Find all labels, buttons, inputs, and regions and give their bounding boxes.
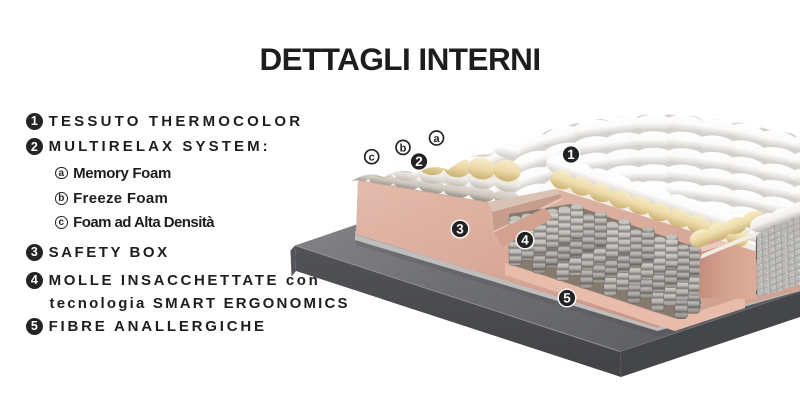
svg-text:4: 4 bbox=[521, 233, 529, 248]
svg-text:1: 1 bbox=[567, 147, 575, 162]
svg-text:c: c bbox=[369, 152, 375, 164]
svg-text:2: 2 bbox=[415, 154, 423, 169]
svg-text:b: b bbox=[400, 142, 407, 154]
svg-text:3: 3 bbox=[456, 222, 464, 237]
svg-text:a: a bbox=[433, 133, 440, 145]
svg-text:5: 5 bbox=[563, 291, 571, 306]
